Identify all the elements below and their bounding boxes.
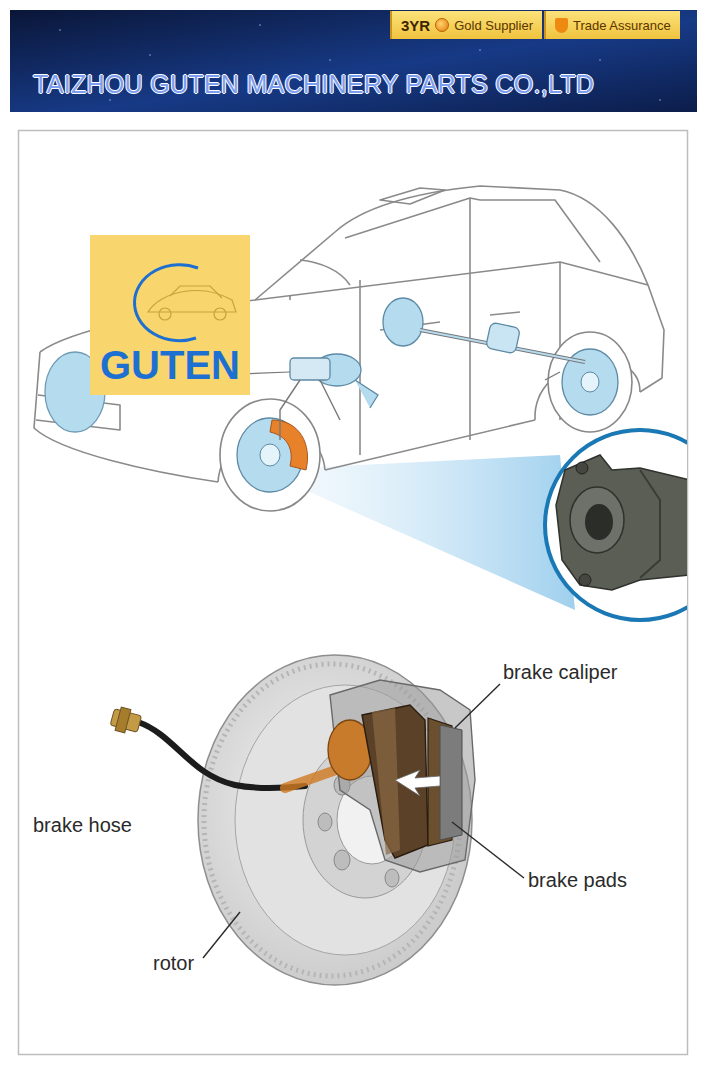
- trade-badge: Trade Assurance: [544, 11, 680, 39]
- inset-circle: [545, 430, 687, 620]
- light-beam: [300, 455, 575, 610]
- car-outline: [34, 186, 664, 482]
- supplier-badge: 3YR Gold Supplier: [390, 11, 542, 39]
- logo-square: [90, 235, 250, 395]
- node-text: Trade Assurance: [573, 18, 671, 33]
- badge-icon: [555, 18, 568, 33]
- node-text: GUTEN: [90, 345, 250, 385]
- logo-mark: [135, 265, 198, 341]
- logo-box: GUTEN: [90, 235, 250, 395]
- node-text: 3YR: [401, 17, 430, 34]
- part-label: brake pads: [528, 869, 627, 891]
- part-label: brake caliper: [503, 661, 618, 683]
- leader-lines: [203, 684, 524, 958]
- node-text: Gold Supplier: [454, 18, 533, 33]
- banner-title: TAIZHOU GUTEN MACHINERY PARTS CO.,LTD: [33, 70, 594, 99]
- badge-icon: [435, 18, 449, 32]
- caliper-pads: [328, 680, 475, 872]
- part-label: brake hose: [33, 814, 132, 836]
- part-label: rotor: [153, 952, 194, 974]
- brake-hose: [110, 707, 350, 788]
- caliper-inset: [556, 455, 687, 590]
- banner-band: [10, 10, 697, 112]
